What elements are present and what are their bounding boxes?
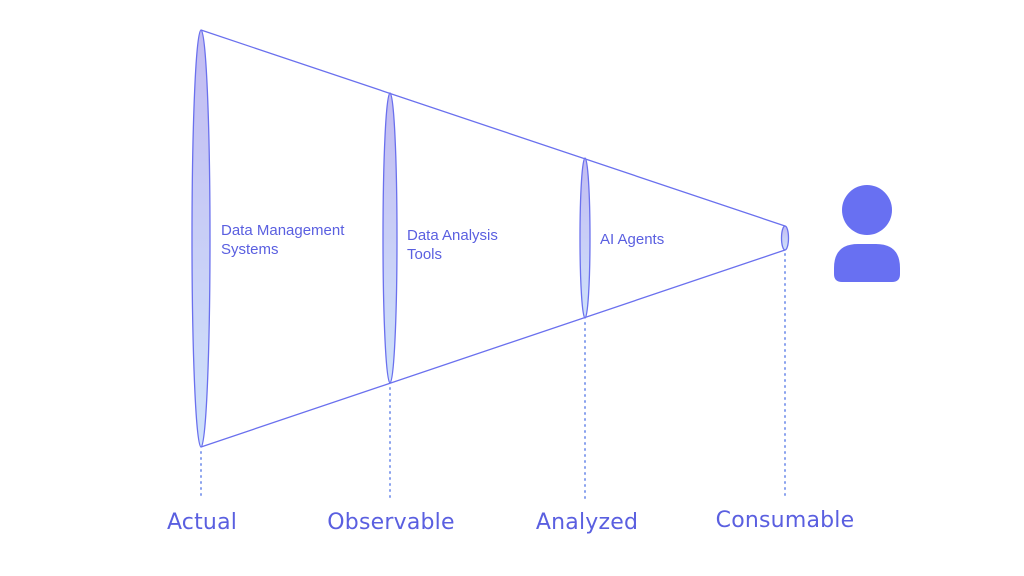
stage-lens-observable: [382, 92, 398, 384]
funnel-top-edge: [200, 29, 786, 227]
stage-inner-label-data-analysis: Data Analysis Tools: [407, 227, 498, 263]
stage-inner-label-ai-agents: AI Agents: [600, 231, 665, 248]
stage-label-actual: Actual: [166, 510, 238, 535]
stage-label-consumable: Consumable: [715, 508, 855, 533]
stage-lens-analyzed: [579, 157, 591, 319]
stage-inner-label-data-management: Data Management Systems: [221, 222, 345, 258]
stage-label-observable: Observable: [327, 510, 455, 535]
user-icon: [834, 185, 900, 282]
stage-lens-actual: [191, 29, 211, 448]
stage-lens-consumable: [780, 225, 790, 251]
funnel-bottom-edge: [200, 249, 786, 448]
stage-label-analyzed: Analyzed: [535, 510, 639, 535]
